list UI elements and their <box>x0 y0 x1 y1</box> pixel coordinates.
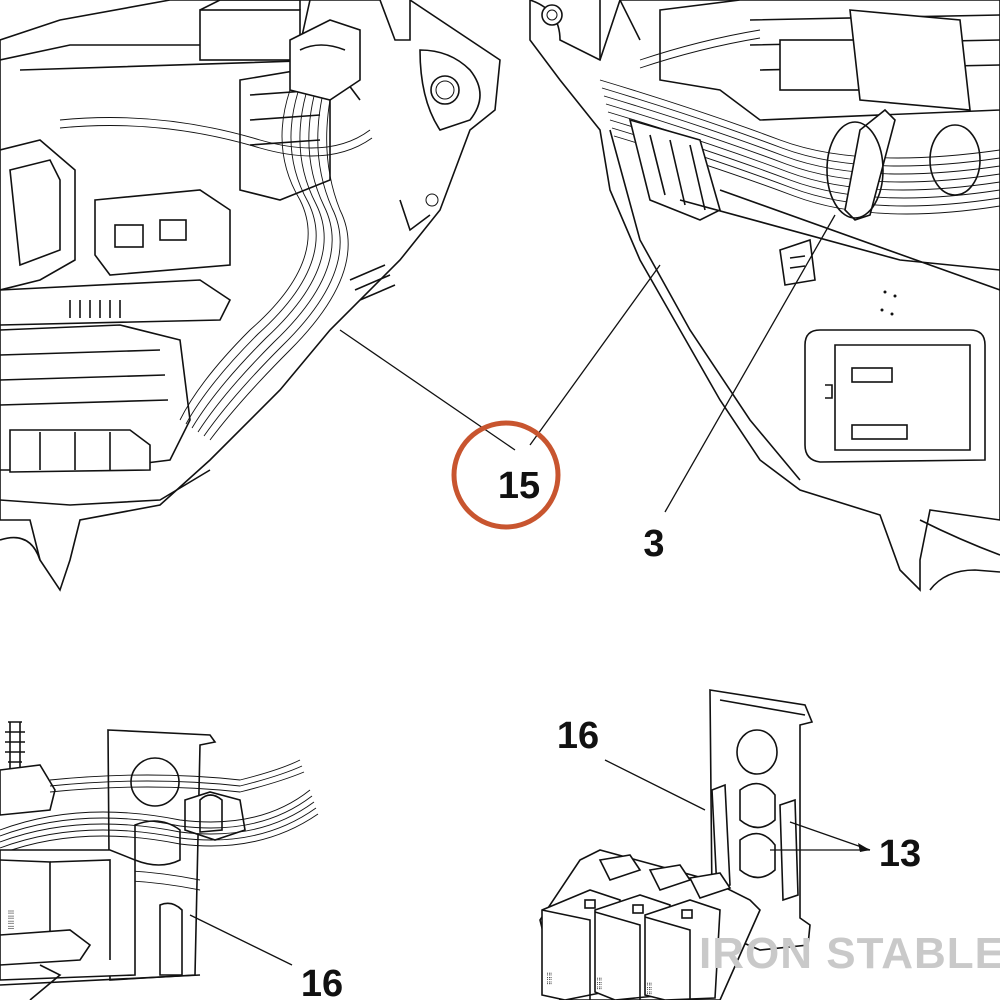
watermark-text: IRON STABLE <box>699 929 1000 978</box>
callout-3: 3 <box>643 523 664 565</box>
relay-bracket-assembly-left: ⠿⠿⠿⠿ <box>0 721 319 1000</box>
leader-3 <box>664 214 836 513</box>
callout-16-left: 16 <box>301 963 343 1000</box>
callout-16-right: 16 <box>557 715 599 757</box>
highlight-circle <box>451 420 561 530</box>
callout-15: 15 <box>498 465 540 507</box>
fuse-box-assembly-left <box>0 0 501 592</box>
leader-15-right <box>529 264 661 446</box>
svg-text:⠿⠿⠿⠿: ⠿⠿⠿⠿ <box>8 909 16 930</box>
leader-lines <box>189 214 871 966</box>
svg-text:⠿⠿⠿: ⠿⠿⠿ <box>547 972 554 985</box>
leader-16-right <box>604 759 706 811</box>
relay-bracket-assembly-right: ⠿⠿⠿ ⠿⠿⠿ ⠿⠿⠿ <box>539 689 814 1000</box>
callout-labels: 15 3 16 16 13 <box>301 420 921 1000</box>
svg-text:⠿⠿⠿: ⠿⠿⠿ <box>597 977 604 990</box>
callout-13: 13 <box>879 833 921 875</box>
leader-16-left <box>189 914 293 966</box>
leader-13-upper <box>789 821 871 851</box>
svg-text:⠿⠿⠿: ⠿⠿⠿ <box>647 982 654 995</box>
fuse-box-assembly-right <box>529 0 1000 592</box>
leader-15-left <box>339 329 516 451</box>
